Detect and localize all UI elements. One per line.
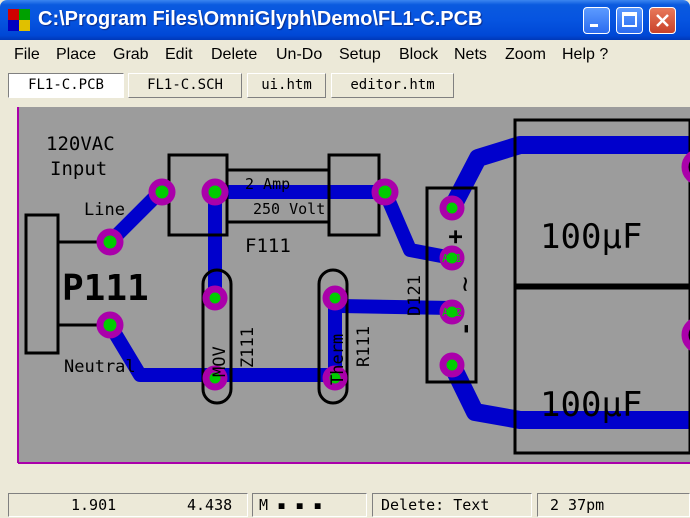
connector-body xyxy=(24,213,60,355)
tab-fl1-c-sch[interactable]: FL1-C.SCH xyxy=(128,73,242,98)
pad xyxy=(322,365,348,391)
pad-label: 3 xyxy=(107,236,114,249)
line-label: Line xyxy=(84,200,125,220)
action-panel: Delete: Text xyxy=(372,493,532,517)
close-icon xyxy=(656,14,669,27)
fuse-body xyxy=(227,168,329,224)
mode-panel: M ▪ ▪ ▪ xyxy=(252,493,367,517)
therm-value: Therm xyxy=(328,334,348,385)
app-icon[interactable] xyxy=(8,9,30,31)
menu-grab[interactable]: Grab xyxy=(113,46,149,63)
bridge-ac-mark: ~ xyxy=(450,276,480,292)
pad-label: 2 xyxy=(382,186,389,199)
connector-ref: P111 xyxy=(62,268,149,309)
pads xyxy=(96,178,465,391)
menu-delete[interactable]: Delete xyxy=(211,46,258,63)
pad xyxy=(96,228,124,256)
coords-panel: 1.901 4.438 xyxy=(8,493,248,517)
mov-ref: Z111 xyxy=(238,327,258,368)
pad xyxy=(439,195,465,221)
menu-setup[interactable]: Setup xyxy=(339,46,381,63)
menu-edit[interactable]: Edit xyxy=(165,46,193,63)
pad xyxy=(202,285,228,311)
pad xyxy=(439,245,465,271)
pad xyxy=(148,178,176,206)
pad-label: A xyxy=(449,359,456,372)
title-bar[interactable]: C:\Program Files\OmniGlyph\Demo\FL1-C.PC… xyxy=(0,0,690,40)
x-coordinate: 1.901 xyxy=(71,496,117,514)
tab-editor-htm[interactable]: editor.htm xyxy=(331,73,454,98)
menu-block[interactable]: Block xyxy=(399,46,439,63)
window-title: C:\Program Files\OmniGlyph\Demo\FL1-C.PC… xyxy=(38,8,483,30)
cap-value-bottom: 100µF xyxy=(540,385,642,425)
pad-label: 1 xyxy=(212,292,219,305)
mov-value: MOV xyxy=(210,346,230,377)
mov-outline xyxy=(201,268,233,405)
pad-label: AK2 xyxy=(442,306,462,319)
menu-zoom[interactable]: Zoom xyxy=(505,46,546,63)
fuse-value-amp: 2 Amp xyxy=(245,175,290,193)
pad-label: AK1 xyxy=(442,252,462,265)
input-label-voltage: 120VAC xyxy=(46,133,115,155)
pad-label: 1 xyxy=(107,319,114,332)
pad xyxy=(681,319,690,351)
bridge-minus-mark: - xyxy=(451,322,479,336)
status-bar: 1.901 4.438 M ▪ ▪ ▪ Delete: Text 2 37pm xyxy=(0,490,690,518)
pad xyxy=(96,311,124,339)
y-coordinate: 4.438 xyxy=(187,496,233,514)
pad xyxy=(322,285,348,311)
fuse-ref: F111 xyxy=(245,235,291,257)
menu-help[interactable]: Help ? xyxy=(562,46,609,63)
pad xyxy=(439,352,465,378)
maximize-icon xyxy=(622,12,637,27)
tab-fl1-c-pcb[interactable]: FL1-C.PCB xyxy=(8,73,124,98)
pad xyxy=(202,365,228,391)
pad-label: 2 xyxy=(332,372,339,385)
cap-value-top: 100µF xyxy=(540,217,642,257)
pad-label: K xyxy=(449,202,456,215)
minimize-icon xyxy=(590,24,598,27)
minimize-button[interactable] xyxy=(583,7,610,34)
outlines xyxy=(24,118,690,455)
neutral-label: Neutral xyxy=(64,357,136,377)
therm-ref: R111 xyxy=(354,326,374,367)
pad xyxy=(201,178,229,206)
cap-edge-pads xyxy=(681,151,690,351)
pcb-canvas-area[interactable]: 1 1 2 3 1 1 2 1 2 K AK1 AK2 A 120VAC Inp… xyxy=(0,102,690,490)
tab-ui-htm[interactable]: ui.htm xyxy=(247,73,326,98)
bridge-ref: D121 xyxy=(405,275,425,316)
document-tabs: FL1-C.PCB FL1-C.SCH ui.htm editor.htm xyxy=(0,70,690,102)
menu-nets[interactable]: Nets xyxy=(454,46,487,63)
pad xyxy=(371,178,399,206)
input-label-input: Input xyxy=(50,158,107,180)
bridge-outline xyxy=(425,186,478,384)
trace-dc-minus xyxy=(443,356,690,429)
cap-outline-top xyxy=(513,118,690,287)
trace-dc-plus xyxy=(443,136,690,217)
pcb-canvas[interactable]: 1 1 2 3 1 1 2 1 2 K AK1 AK2 A 120VAC Inp… xyxy=(0,102,690,490)
pad-label: 2 xyxy=(212,372,219,385)
bridge-plus-mark: + xyxy=(441,230,469,244)
pad-label: 1 xyxy=(212,186,219,199)
cap-outline-bottom xyxy=(513,286,690,455)
menu-place[interactable]: Place xyxy=(56,46,97,63)
pad-label: 1 xyxy=(159,186,166,199)
pad xyxy=(681,151,690,183)
pad-label: 1 xyxy=(332,292,339,305)
close-button[interactable] xyxy=(649,7,676,34)
fuse-value-volt: 250 Volt xyxy=(253,200,325,218)
menu-undo[interactable]: Un-Do xyxy=(276,46,323,63)
time-panel: 2 37pm xyxy=(537,493,690,517)
menu-bar: File Place Grab Edit Delete Un-Do Setup … xyxy=(0,40,690,70)
menu-file[interactable]: File xyxy=(14,46,40,63)
maximize-button[interactable] xyxy=(616,7,643,34)
trace-fuse-out xyxy=(208,185,459,265)
therm-outline xyxy=(317,268,349,405)
pad xyxy=(439,299,465,325)
